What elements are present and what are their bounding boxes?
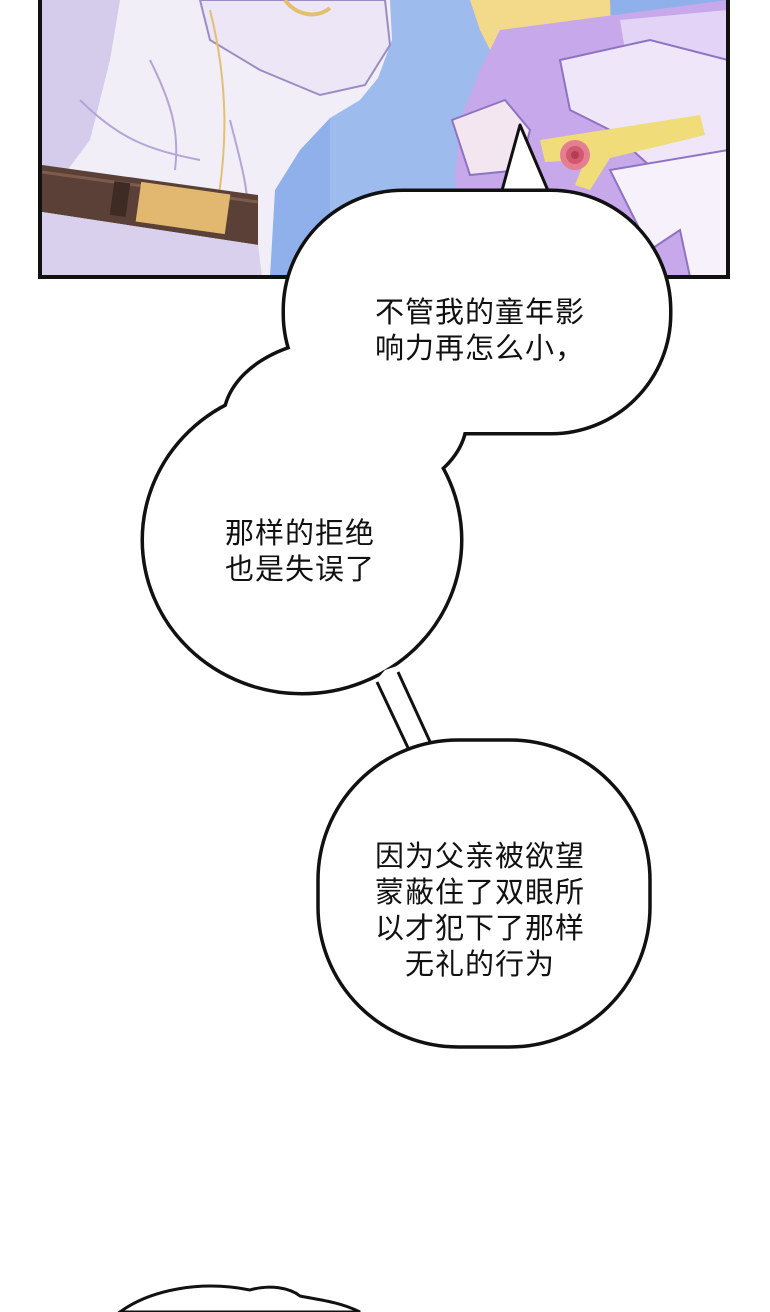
rose xyxy=(560,140,590,170)
cuff-ornament xyxy=(283,0,332,17)
belt-loop xyxy=(109,181,131,217)
bubble-1-line: 不管我的童年影 xyxy=(374,295,585,329)
bubble-3-line: 无礼的行为 xyxy=(404,947,555,981)
connector-line-left xyxy=(375,681,412,753)
belt-buckle xyxy=(135,181,231,235)
bubble-3 xyxy=(316,738,652,1049)
bubble-2-line: 那样的拒绝 xyxy=(224,516,375,550)
bubble-2-text: 那样的拒绝 也是失误了 xyxy=(165,515,435,587)
ribbon xyxy=(540,115,705,190)
bubble-1-line: 响力再怎么小， xyxy=(374,331,585,365)
bubble-2-line: 也是失误了 xyxy=(224,552,375,586)
bubble-3-line: 蒙蔽住了双眼所 xyxy=(374,875,585,909)
bubble-3-line: 因为父亲被欲望 xyxy=(374,839,585,873)
pants xyxy=(42,212,262,277)
bubble-joint xyxy=(225,340,465,500)
bubble-3-text: 因为父亲被欲望 蒙蔽住了双眼所 以才犯下了那样 无礼的行为 xyxy=(330,838,630,982)
bubble-connector xyxy=(372,665,432,750)
speech-bubbles xyxy=(117,123,673,1312)
cloud-bubble-outline xyxy=(140,188,673,696)
bubble-3-line: 以才犯下了那样 xyxy=(374,911,585,945)
connector-line-right xyxy=(396,671,434,747)
next-bubble-edge xyxy=(117,1284,361,1312)
illustration-panel xyxy=(38,0,730,279)
bubble-1-text: 不管我的童年影 响力再怎么小， xyxy=(300,294,660,366)
left-character xyxy=(40,0,392,277)
